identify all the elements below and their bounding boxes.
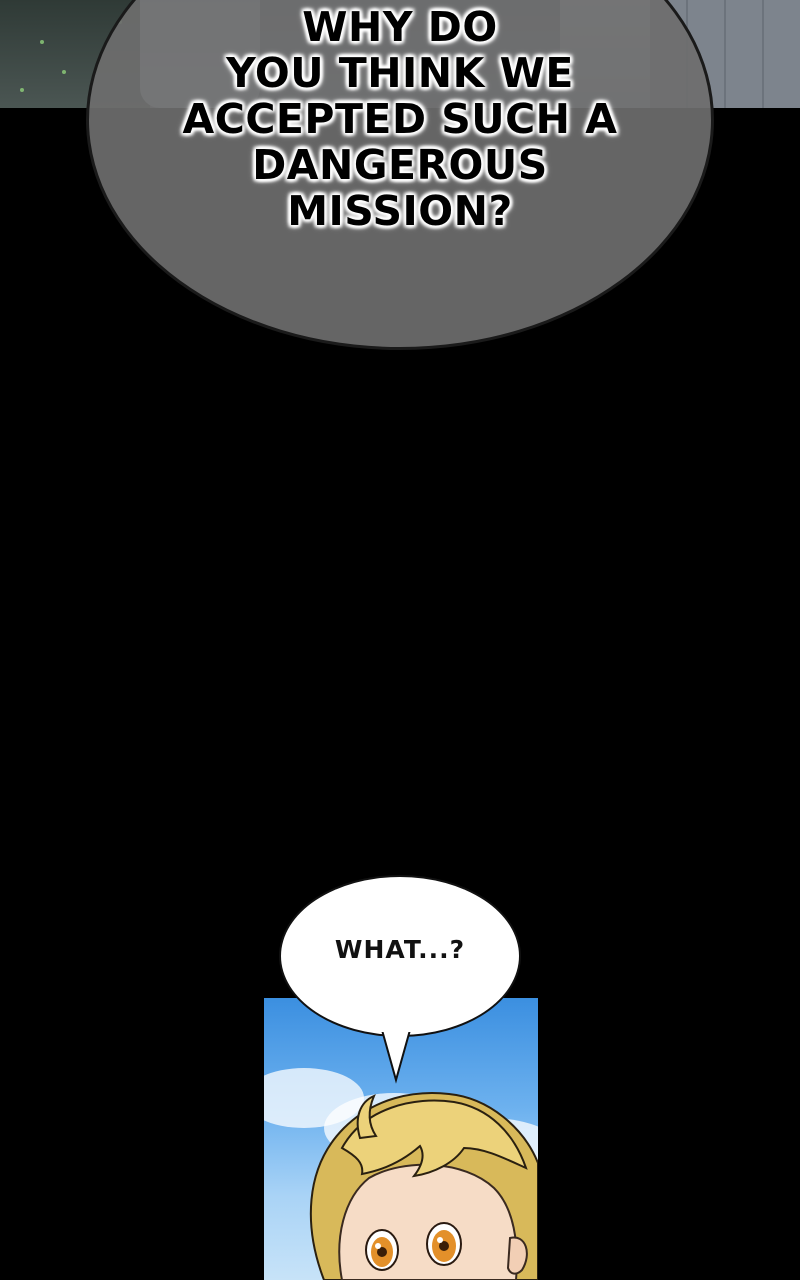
speech-bubble-top-text: WHY DO YOU THINK WE ACCEPTED SUCH A DANG…	[150, 4, 650, 234]
speech-bubble-bottom-text: WHAT...?	[334, 935, 466, 964]
speech-line: YOU THINK WE	[226, 49, 574, 97]
speech-bubble-bottom	[279, 875, 521, 1037]
sparkle-dot	[62, 70, 66, 74]
sparkle-dot	[40, 40, 44, 44]
speech-line: WHY DO	[302, 3, 498, 51]
speech-line: ACCEPTED SUCH A	[182, 95, 618, 143]
speech-line: DANGEROUS	[252, 141, 548, 189]
speech-line: MISSION?	[287, 187, 513, 235]
sparkle-dot	[20, 88, 24, 92]
blonde-character-illustration	[309, 1092, 538, 1280]
